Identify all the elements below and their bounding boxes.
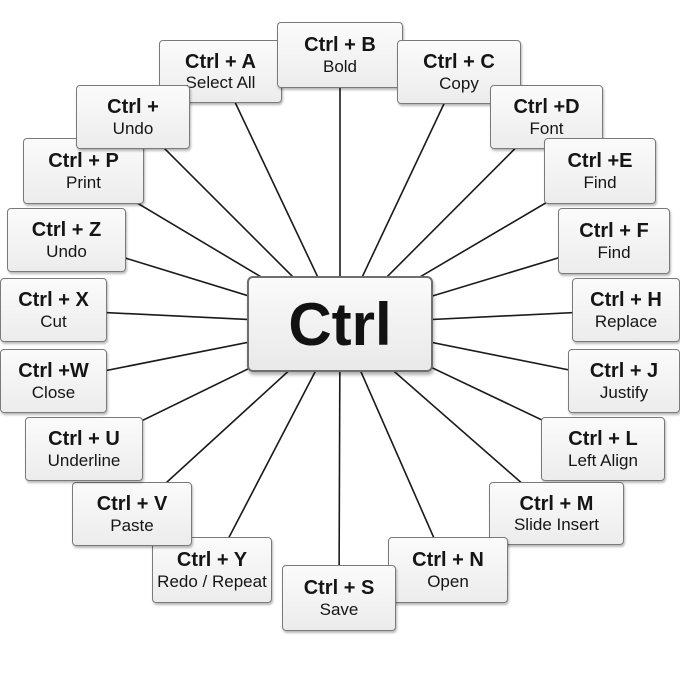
shortcut-combo: Ctrl + <box>107 96 159 119</box>
shortcut-key-ctrl-a: Ctrl + A Select All <box>159 40 282 103</box>
shortcut-key-ctrl-v: Ctrl + V Paste <box>72 482 192 546</box>
shortcut-combo: Ctrl + B <box>304 34 376 57</box>
shortcut-key-ctrl-e: Ctrl +E Find <box>544 138 656 204</box>
shortcut-combo: Ctrl +E <box>567 150 633 173</box>
shortcut-key-ctrl-y: Ctrl + Y Redo / Repeat <box>152 537 272 603</box>
shortcut-action: Paste <box>110 515 154 535</box>
shortcut-combo: Ctrl +W <box>18 360 89 383</box>
shortcut-action: Save <box>319 599 359 619</box>
shortcut-key-ctrl-undo: Ctrl + Undo <box>76 85 190 149</box>
shortcut-action: Slide Insert <box>513 515 600 535</box>
shortcut-key-ctrl-l: Ctrl + L Left Align <box>541 417 665 481</box>
shortcut-combo: Ctrl + A <box>185 50 256 73</box>
shortcut-action: Left Align <box>568 450 638 470</box>
shortcut-action: Open <box>427 571 469 591</box>
shortcut-key-ctrl-w: Ctrl +W Close <box>0 349 107 413</box>
shortcut-action: Bold <box>322 56 358 76</box>
shortcut-action: Font <box>529 118 564 138</box>
shortcut-combo: Ctrl + X <box>18 289 89 312</box>
shortcut-combo: Ctrl + H <box>590 289 662 312</box>
ctrl-center-key: Ctrl <box>247 276 433 372</box>
shortcut-combo: Ctrl + U <box>48 428 120 451</box>
shortcut-action: Replace <box>594 311 658 331</box>
shortcut-action: Justify <box>599 382 649 402</box>
shortcut-combo: Ctrl + S <box>303 577 375 600</box>
shortcut-action: Undo <box>112 118 154 138</box>
shortcut-key-ctrl-u: Ctrl + U Underline <box>25 417 143 481</box>
shortcut-combo: Ctrl + F <box>579 220 649 243</box>
shortcut-action: Underline <box>47 450 121 470</box>
shortcut-combo: Ctrl + C <box>423 51 495 74</box>
shortcut-key-ctrl-n: Ctrl + N Open <box>388 537 508 603</box>
shortcut-action: Find <box>597 242 631 262</box>
shortcut-action: Find <box>583 172 617 192</box>
shortcut-combo: Ctrl + M <box>519 492 594 515</box>
shortcut-action: Close <box>31 382 76 402</box>
shortcut-action: Cut <box>40 311 67 331</box>
shortcut-combo: Ctrl + Z <box>31 219 102 242</box>
shortcut-combo: Ctrl + L <box>568 428 638 451</box>
shortcut-action: Undo <box>46 241 87 261</box>
shortcut-key-ctrl-x: Ctrl + X Cut <box>0 278 107 342</box>
shortcut-key-ctrl-f: Ctrl + F Find <box>558 208 670 274</box>
shortcut-combo: Ctrl + N <box>412 549 484 572</box>
shortcut-key-ctrl-z: Ctrl + Z Undo <box>7 208 126 272</box>
shortcut-key-ctrl-m: Ctrl + M Slide Insert <box>489 482 624 545</box>
ctrl-center-label: Ctrl <box>288 290 392 358</box>
shortcut-combo: Ctrl + J <box>589 360 659 383</box>
shortcut-action: Select All <box>185 73 256 93</box>
shortcut-combo: Ctrl + Y <box>176 549 248 572</box>
shortcut-key-ctrl-b: Ctrl + B Bold <box>277 22 403 88</box>
shortcut-action: Redo / Repeat <box>157 571 267 591</box>
shortcut-key-ctrl-p: Ctrl + P Print <box>23 138 144 204</box>
shortcut-key-ctrl-j: Ctrl + J Justify <box>568 349 680 413</box>
shortcut-combo: Ctrl + P <box>48 150 119 173</box>
shortcut-action: Print <box>66 172 101 192</box>
shortcut-action: Copy <box>439 73 479 93</box>
shortcut-key-ctrl-s: Ctrl + S Save <box>282 565 396 631</box>
shortcut-combo: Ctrl + V <box>96 493 168 516</box>
shortcut-combo: Ctrl +D <box>513 96 580 119</box>
shortcut-key-ctrl-h: Ctrl + H Replace <box>572 278 680 342</box>
